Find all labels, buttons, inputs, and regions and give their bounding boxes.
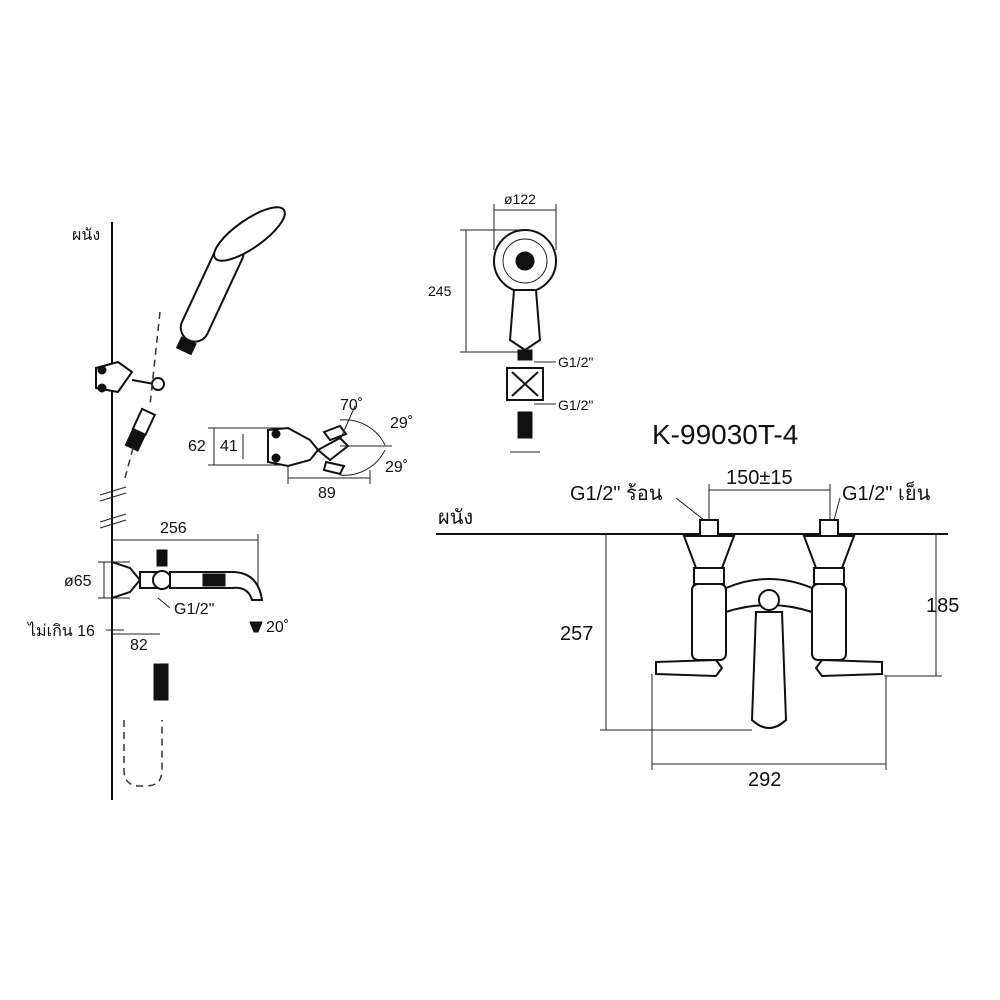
dim-185: 185 — [926, 595, 959, 617]
spout-side: 256 ø65 20˚ G1/2" ไม่เกิน 16 82 — [26, 520, 289, 787]
showerhead-front: ø122 245 G1/2" G1/2" — [428, 191, 593, 453]
valve-hot-body — [691, 583, 727, 661]
bracket-arm-up — [322, 424, 348, 442]
showerhead-center — [515, 251, 535, 271]
dim-245: 245 — [428, 283, 452, 299]
wall-label-right: ผนัง — [438, 507, 473, 529]
left-wall-assembly: ผนัง — [72, 206, 286, 800]
model-number: K-99030T-4 — [652, 419, 798, 450]
cold-inlet: G1/2" เย็น — [842, 480, 931, 505]
showerhead-handle — [508, 289, 542, 352]
spout-grip — [202, 573, 226, 587]
mixer-front: ผนัง 150±15 G1/2" ร้อน G1/2" เย็น — [436, 467, 959, 791]
pipe-dashed — [123, 720, 163, 787]
dim-82: 82 — [130, 637, 148, 654]
spout-valve-top — [156, 549, 168, 567]
angle-arc-bottom — [339, 449, 386, 476]
angle-70: 70˚ — [340, 397, 363, 414]
holder-screw-top — [97, 365, 107, 375]
bracket-body — [267, 426, 320, 468]
wall-holder — [95, 360, 165, 394]
dim-150: 150±15 — [726, 467, 793, 489]
cold-leader — [833, 497, 841, 521]
diverter-knob — [758, 589, 780, 611]
thread-top: G1/2" — [558, 354, 593, 370]
spout-valve — [152, 570, 172, 590]
showerhead-ring — [502, 238, 548, 284]
pipe-fitting-body — [153, 663, 169, 701]
valve-hot — [655, 519, 736, 678]
dim-89: 89 — [318, 485, 336, 502]
holder-screw-bottom — [97, 383, 107, 393]
shower-head-side — [213, 206, 286, 262]
dim-256: 256 — [160, 520, 187, 537]
hot-inlet: G1/2" ร้อน — [570, 483, 663, 505]
break-mark-bottom-2 — [99, 519, 127, 529]
dim-257: 257 — [560, 623, 593, 645]
pipe-fitting — [153, 663, 169, 701]
hose-dash-2 — [149, 311, 161, 406]
hose-fitting — [517, 411, 533, 439]
shower-thread — [175, 336, 197, 356]
mixer-spout — [750, 611, 788, 729]
hose-connector — [124, 407, 157, 452]
valve-hot-collar — [693, 567, 725, 585]
connector-cross — [511, 371, 539, 397]
hose-dash-1 — [124, 447, 134, 479]
bracket-swivel — [316, 436, 350, 462]
bracket-screw-bottom — [271, 453, 281, 463]
bracket-screw-top — [271, 429, 281, 439]
dim-65: ø65 — [64, 573, 92, 590]
valve-hot-crown — [682, 535, 736, 569]
dim-62: 62 — [188, 438, 206, 455]
spout-stream-arrow — [249, 621, 263, 633]
valve-cold-collar — [813, 567, 845, 585]
dim-292: 292 — [748, 769, 781, 791]
hand-shower-side — [175, 206, 286, 356]
bracket-arm-down — [322, 460, 346, 476]
showerhead-thread — [517, 349, 533, 361]
g12-leader — [157, 597, 171, 609]
angle-29-bottom: 29˚ — [385, 459, 408, 476]
dim-122: ø122 — [504, 191, 536, 207]
thread-bottom: G1/2" — [558, 397, 593, 413]
valve-hot-nut — [699, 519, 719, 537]
break-mark-bottom — [99, 513, 127, 523]
angle-29-top: 29˚ — [390, 415, 413, 432]
valve-cold-nut — [819, 519, 839, 537]
hot-leader — [675, 497, 705, 521]
handle-cold — [814, 658, 883, 678]
holder-joint — [151, 377, 165, 391]
break-mark-top — [99, 486, 127, 496]
break-mark-top-2 — [99, 492, 127, 502]
valve-cold — [802, 519, 883, 678]
angle-70-line — [339, 405, 356, 441]
valve-cold-body — [811, 583, 847, 661]
handle-hot — [655, 658, 724, 678]
wall-label-left: ผนัง — [72, 227, 100, 244]
angle-20: 20˚ — [266, 619, 289, 636]
angle-arc-top — [339, 419, 386, 446]
spout-flange — [111, 560, 142, 600]
max-16: ไม่เกิน 16 — [26, 621, 95, 640]
spout-thread: G1/2" — [174, 601, 214, 618]
valve-cold-crown — [802, 535, 856, 569]
connector-thread — [124, 428, 147, 452]
dim-41: 41 — [220, 438, 238, 455]
bracket-detail: 62 41 89 70˚ 29˚ 29˚ — [188, 397, 413, 502]
